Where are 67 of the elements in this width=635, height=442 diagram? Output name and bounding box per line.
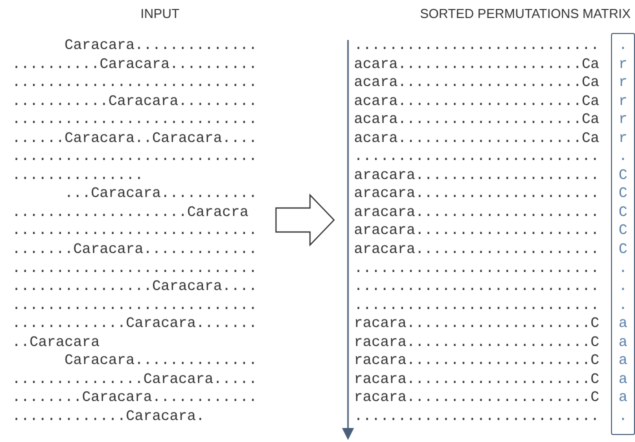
text-line: ............................	[354, 296, 600, 316]
column-heading: INPUT	[140, 6, 180, 21]
text-line: ............................	[354, 37, 600, 56]
text-line: ...........Caracara.........	[12, 92, 258, 112]
text-line: acara.....................Ca	[354, 130, 600, 148]
matrix-character: C	[618, 241, 628, 260]
text-line: ........Caracara............	[12, 389, 258, 408]
column-box	[611, 33, 635, 436]
text-line: ...Caracara...........	[64, 185, 258, 204]
matrix-character: a	[618, 315, 628, 334]
text-line: ....................Caracra	[12, 204, 250, 222]
column-heading: SORTED PERMUTATIONS MATRIX	[420, 6, 631, 21]
text-line: aracara.....................	[354, 204, 600, 222]
matrix-character: r	[618, 74, 628, 93]
matrix-character: C	[618, 222, 628, 242]
matrix-character: C	[618, 185, 628, 204]
text-line: ............................	[12, 74, 258, 93]
matrix-character: C	[618, 204, 628, 222]
text-line: racara.....................C	[354, 389, 600, 408]
text-line: aracara.....................	[354, 222, 600, 242]
text-line: ...............Caracara.....	[12, 370, 258, 390]
matrix-character: C	[618, 166, 628, 186]
matrix-character: .	[618, 278, 628, 297]
matrix-character: a	[618, 370, 628, 390]
text-line: aracara.....................	[354, 241, 600, 260]
text-line: Caracara..............	[64, 37, 258, 56]
matrix-character: .	[618, 408, 628, 426]
matrix-character: r	[618, 56, 628, 74]
matrix-character: .	[618, 296, 628, 316]
text-line: ..Caracara	[12, 334, 101, 352]
text-line: acara.....................Ca	[354, 92, 600, 112]
text-line: .............Caracara.	[12, 408, 206, 426]
text-line: ............................	[12, 222, 258, 242]
text-line: acara.....................Ca	[354, 74, 600, 93]
text-line: ............................	[12, 148, 258, 167]
matrix-character: .	[618, 260, 628, 278]
text-line: ............................	[12, 111, 258, 130]
text-line: .............Caracara.......	[12, 315, 258, 334]
text-line: ..........Caracara..........	[12, 56, 258, 74]
text-line: ................Caracara....	[12, 278, 258, 297]
matrix-character: r	[618, 111, 628, 130]
text-line: racara.....................C	[354, 352, 600, 371]
text-line: acara.....................Ca	[354, 111, 600, 130]
matrix-character: a	[618, 352, 628, 371]
text-line: ............................	[12, 296, 258, 316]
text-line: aracara.....................	[354, 166, 600, 186]
text-line: Caracara..............	[64, 352, 258, 371]
text-line: racara.....................C	[354, 315, 600, 334]
matrix-character: .	[618, 148, 628, 167]
text-line: racara.....................C	[354, 334, 600, 352]
text-line: acara.....................Ca	[354, 56, 600, 74]
text-line: ............................	[354, 260, 600, 278]
text-line: aracara.....................	[354, 185, 600, 204]
matrix-character: a	[618, 334, 628, 352]
text-line: ............................	[12, 260, 258, 278]
text-line: ......Caracara..Caracara....	[12, 130, 258, 148]
text-line: ............................	[354, 408, 600, 426]
text-line: ............................	[354, 148, 600, 167]
matrix-character: r	[618, 92, 628, 112]
text-line: ............................	[354, 278, 600, 297]
block-arrow	[275, 194, 335, 246]
matrix-character: a	[618, 389, 628, 408]
matrix-character: r	[618, 130, 628, 148]
text-line: ...............	[12, 166, 144, 186]
text-line: racara.....................C	[354, 370, 600, 390]
matrix-character: .	[618, 37, 628, 56]
text-line: .......Caracara.............	[12, 241, 258, 260]
